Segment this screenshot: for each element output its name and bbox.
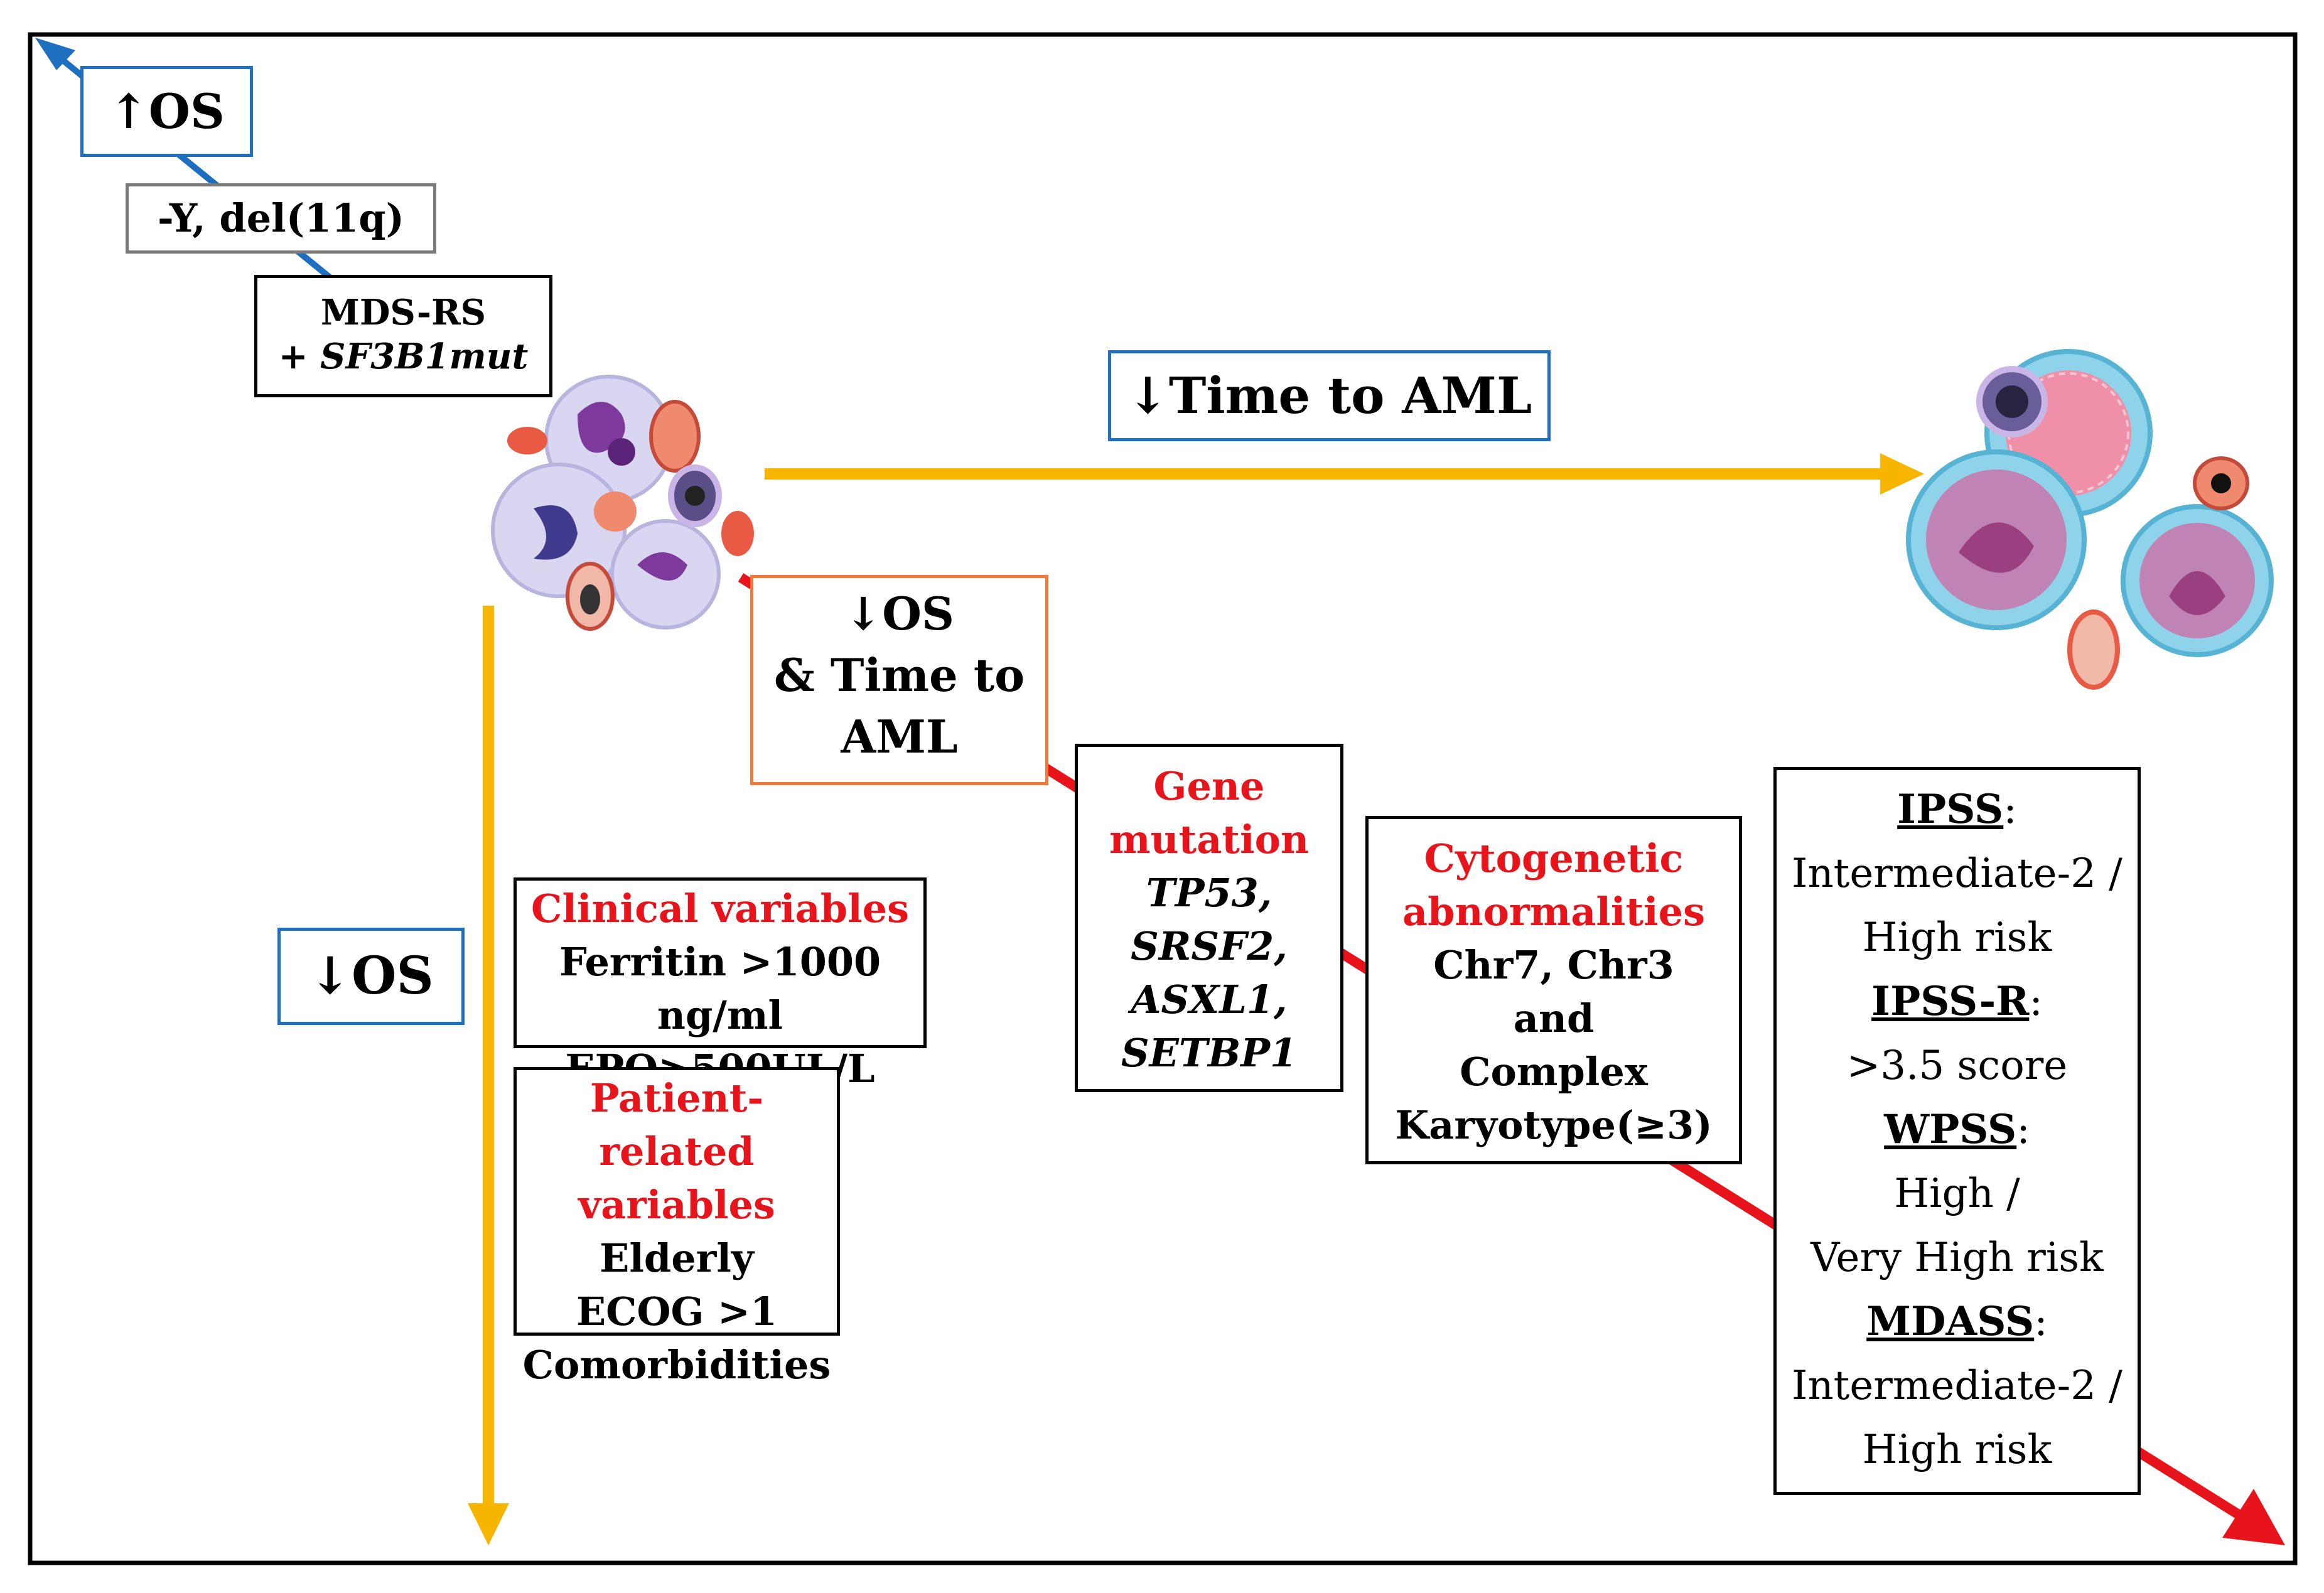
os-and-aml-line3: AML xyxy=(841,710,958,763)
cyto-item: Karyotype(≥3) xyxy=(1395,1102,1713,1148)
cyto-item: Chr7, Chr3 xyxy=(1433,942,1674,988)
sf3b1-label: + SF3B1mut xyxy=(278,336,529,377)
patient-item: Comorbidities xyxy=(522,1342,831,1388)
patient-title: variables xyxy=(578,1182,775,1228)
os-up-label: ↑OS xyxy=(109,83,225,139)
colon: : xyxy=(2034,1299,2048,1345)
os-up-box: ↑OS xyxy=(80,66,253,157)
outer-frame xyxy=(28,32,2298,1565)
yellow-vertical-arrow xyxy=(468,606,509,1545)
ipss-value: High risk xyxy=(1862,914,2052,961)
wpss-value: Very High risk xyxy=(1810,1235,2104,1281)
ipss-value: Intermediate-2 / xyxy=(1792,850,2122,897)
favorable-cytogenetics-box: -Y, del(11q) xyxy=(126,183,436,254)
risk-scores-box: IPSS: Intermediate-2 / High risk IPSS-R:… xyxy=(1773,767,2141,1495)
os-and-aml-box: ↓OS & Time to AML xyxy=(750,575,1048,785)
aml-cells-illustration xyxy=(1906,349,2274,690)
cytogenetic-box: Cytogenetic abnormalities Chr7, Chr3 and… xyxy=(1365,816,1742,1164)
cyto-title: Cytogenetic xyxy=(1424,835,1684,881)
patient-variables-box: Patient-related variables Elderly ECOG >… xyxy=(514,1067,840,1388)
mds-cells-illustration xyxy=(491,375,754,631)
cyto-title: abnormalities xyxy=(1402,889,1706,935)
cyto-item: and xyxy=(1513,995,1595,1041)
patient-item: Elderly xyxy=(600,1235,754,1281)
favorable-cytogenetics-label: -Y, del(11q) xyxy=(157,195,404,241)
os-and-aml-line1: ↓OS xyxy=(844,587,955,640)
clinical-title: Clinical variables xyxy=(531,886,909,931)
gene-item: SETBP1 xyxy=(1121,1030,1298,1076)
gene-item: ASXL1, xyxy=(1131,977,1288,1022)
gene-item: TP53, xyxy=(1146,870,1272,916)
clinical-item: Ferritin >1000 ng/ml xyxy=(559,939,881,1038)
yellow-horizontal-arrow xyxy=(765,453,1924,495)
os-and-aml-line2: & Time to xyxy=(773,648,1025,702)
ipssr-value: >3.5 score xyxy=(1846,1043,2068,1089)
gene-title: mutation xyxy=(1109,817,1310,862)
time-to-aml-box: ↓Time to AML xyxy=(1108,350,1551,441)
patient-title: Patient-related xyxy=(589,1075,764,1174)
mdass-value: Intermediate-2 / xyxy=(1792,1363,2122,1409)
os-down-box: ↓OS xyxy=(277,928,465,1025)
colon: : xyxy=(2016,1107,2030,1153)
mds-rs-box: MDS-RS + SF3B1mut xyxy=(254,275,552,397)
cyto-item: Complex xyxy=(1460,1049,1648,1095)
patient-item: ECOG >1 xyxy=(576,1289,778,1334)
ipss-name: IPSS xyxy=(1897,786,2004,833)
time-to-aml-label: ↓Time to AML xyxy=(1126,366,1532,425)
wpss-name: WPSS xyxy=(1884,1106,2017,1153)
colon: : xyxy=(2029,979,2043,1025)
os-down-label: ↓OS xyxy=(308,946,434,1006)
gene-item: SRSF2, xyxy=(1131,923,1288,969)
gene-mutation-box: Gene mutation TP53, SRSF2, ASXL1, SETBP1 xyxy=(1075,744,1343,1092)
mds-rs-label: MDS-RS xyxy=(320,292,487,333)
colon: : xyxy=(2003,786,2017,833)
ipssr-name: IPSS-R xyxy=(1871,978,2030,1025)
wpss-value: High / xyxy=(1894,1171,2020,1217)
clinical-variables-box: Clinical variables Ferritin >1000 ng/ml … xyxy=(514,877,927,1092)
mdass-value: High risk xyxy=(1862,1427,2052,1473)
gene-title: Gene xyxy=(1153,763,1265,809)
mdass-name: MDASS xyxy=(1866,1298,2035,1345)
